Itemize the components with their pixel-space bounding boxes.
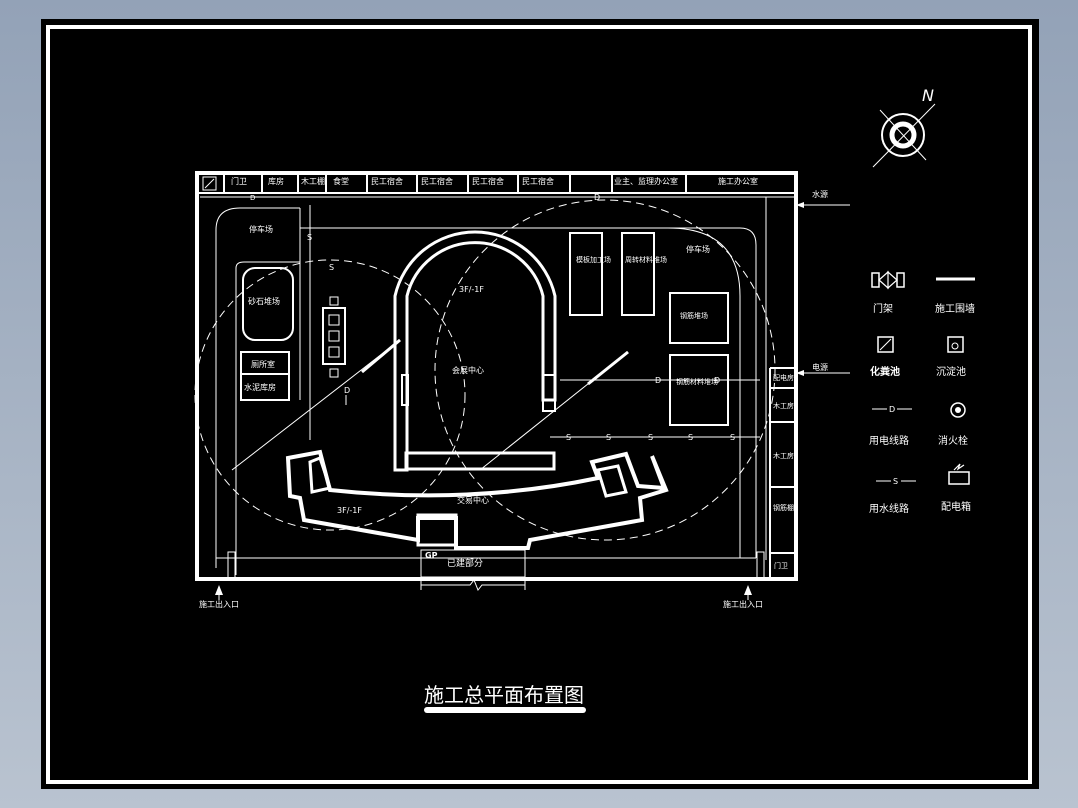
mold-yard-a xyxy=(569,232,603,316)
rebar-yard xyxy=(669,354,729,426)
room-label: 食堂 xyxy=(333,176,349,186)
svg-text:D: D xyxy=(250,194,255,202)
cement-store xyxy=(240,373,290,401)
crane-radius-right xyxy=(434,199,776,541)
tower-crane-left xyxy=(231,338,401,471)
legend-label: 配电箱 xyxy=(941,500,971,513)
svg-text:D: D xyxy=(344,386,350,395)
room-label: 民工宿舍 xyxy=(522,176,554,186)
trade-center-label: 交易中心 xyxy=(457,495,489,505)
svg-text:S: S xyxy=(307,233,312,242)
svg-text:S: S xyxy=(606,433,611,442)
room-label: 门卫 xyxy=(774,561,788,570)
room-label: 民工宿舍 xyxy=(472,176,504,186)
mold-yard-a-label: 模板加工场 xyxy=(576,255,611,264)
room-label: 木工房 xyxy=(773,451,794,460)
svg-text:D: D xyxy=(714,376,720,385)
legend-label: 消火栓 xyxy=(938,434,968,447)
svg-text:D: D xyxy=(889,405,895,414)
toilet-label: 厕所室 xyxy=(251,359,275,369)
mold-yard-b-label: 周转材料堆场 xyxy=(625,255,667,264)
room-label: 门卫 xyxy=(231,176,247,186)
water-line-icon: S xyxy=(876,476,916,486)
parking-left-label: 停车场 xyxy=(249,224,273,234)
steel-yard xyxy=(669,292,729,344)
right-room-labels: 配电房 木工房 木工房 钢筋棚 门卫 xyxy=(773,373,794,570)
fire-hydrant-icon xyxy=(950,402,966,418)
legend-label: 门架 xyxy=(873,302,893,315)
sand-yard xyxy=(242,267,294,341)
gp-label: GP xyxy=(425,551,438,560)
top-room-dividers xyxy=(223,173,687,193)
room-label: 木工棚 xyxy=(301,176,325,186)
mold-yard-b xyxy=(621,232,655,316)
power-line-icon: D xyxy=(872,404,912,414)
room-label: 民工宿舍 xyxy=(421,176,453,186)
svg-text:D: D xyxy=(655,376,661,385)
svg-text:S: S xyxy=(893,477,898,486)
svg-text:S: S xyxy=(688,433,693,442)
svg-text:S: S xyxy=(329,263,334,272)
legend-label: 施工围墙 xyxy=(935,302,975,315)
legend-label: 沉淀池 xyxy=(936,365,966,378)
settling-tank-icon xyxy=(947,336,964,353)
power-source-label: 电源 xyxy=(812,362,828,372)
septic-tank-icon xyxy=(202,176,217,191)
cement-label: 水泥库房 xyxy=(244,382,276,392)
tower-crane-right xyxy=(479,350,629,471)
site-boundary xyxy=(195,171,798,581)
legend: 门架 施工围墙 化粪池 沉淀池 D 用电线路 消火栓 S 用水线路 xyxy=(869,270,975,515)
water-line xyxy=(309,205,760,440)
room-label: 业主、监理办公室 xyxy=(614,176,678,186)
top-room-labels: 门卫 库房 木工棚 食堂 民工宿舍 民工宿舍 民工宿舍 民工宿舍 业主、监理办公… xyxy=(231,176,758,186)
gate-left: 施工出入口 xyxy=(199,551,239,609)
septic-icon xyxy=(877,336,894,353)
sand-yard-label: 砂石堆场 xyxy=(248,296,280,306)
svg-text:S: S xyxy=(730,433,735,442)
crane-radius-left xyxy=(194,259,466,531)
gate-frame-icon xyxy=(871,270,905,290)
power-line xyxy=(345,379,760,405)
gate-left-label: 施工出入口 xyxy=(199,599,239,609)
built-part-label: 已建部分 xyxy=(447,557,483,569)
exhibition-base xyxy=(404,451,556,471)
built-part-box xyxy=(420,549,526,578)
tower-floors-label: 3F/-1F xyxy=(459,285,484,294)
sheet-border xyxy=(46,25,1032,784)
drawing-title: 施工总平面布置图 xyxy=(424,683,584,707)
room-label: 配电房 xyxy=(773,373,794,382)
exhibit-label: 会展中心 xyxy=(452,365,484,375)
north-arrow-icon: N xyxy=(872,86,936,168)
rebar-yard-label: 钢筋材料堆场 xyxy=(676,377,718,386)
room-label: 库房 xyxy=(268,176,284,186)
mixer-station xyxy=(322,307,346,365)
legend-label: 化粪池 xyxy=(870,365,900,378)
svg-text:S: S xyxy=(566,433,571,442)
gate-right-label: 施工出入口 xyxy=(723,599,763,609)
legend-label: 用水线路 xyxy=(869,502,909,515)
room-label: 钢筋棚 xyxy=(773,503,794,512)
drawing-sheet xyxy=(41,19,1039,789)
north-label: N xyxy=(922,86,934,105)
room-label: 民工宿舍 xyxy=(371,176,403,186)
right-room-dividers xyxy=(770,367,796,554)
gate-right: 施工出入口 xyxy=(723,551,765,609)
legend-label: 用电线路 xyxy=(869,434,909,447)
water-source-label: 水源 xyxy=(812,189,828,199)
room-label: 施工办公室 xyxy=(718,176,758,186)
steel-yard-label: 钢筋堆场 xyxy=(680,311,708,320)
distribution-box-icon xyxy=(948,463,970,485)
parking-right-label: 停车场 xyxy=(686,244,710,254)
room-label: 木工房 xyxy=(773,401,794,410)
svg-text:S: S xyxy=(648,433,653,442)
podium-floors-label: 3F/-1F xyxy=(337,506,362,515)
exhibition-center-arch xyxy=(393,230,557,472)
title-underline xyxy=(424,707,586,713)
